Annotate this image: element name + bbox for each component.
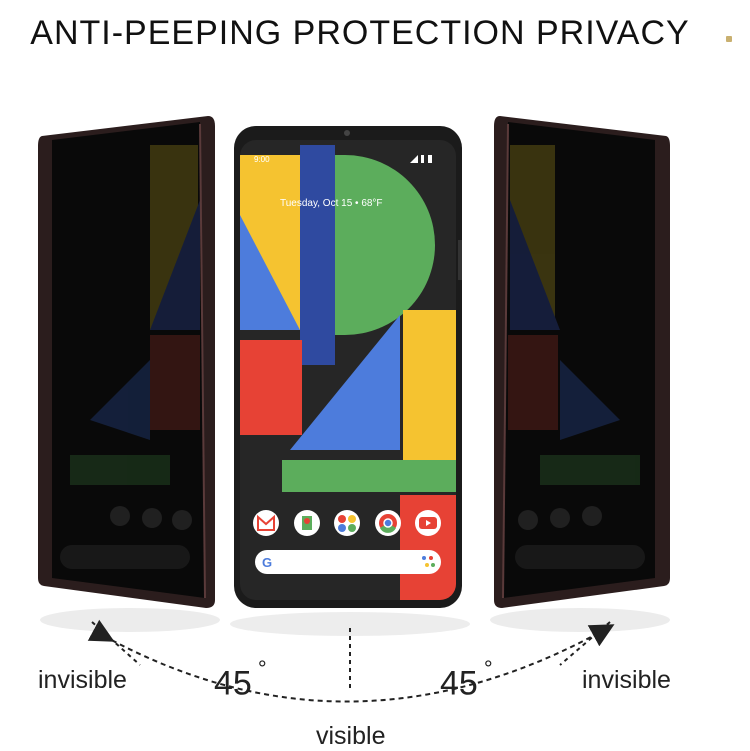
left-phone-screen [52, 122, 205, 598]
left-phone [38, 116, 215, 608]
right-degree-symbol: ° [483, 656, 493, 681]
status-time: 9:00 [254, 155, 270, 164]
front-camera [344, 130, 350, 136]
angle-arc [87, 619, 615, 703]
status-icons [410, 155, 432, 163]
center-phone-reflection [230, 612, 470, 636]
left-phone-reflection [40, 608, 220, 632]
date-weather: Tuesday, Oct 15 • 68°F [280, 198, 383, 209]
right-angle-value: 45 [440, 664, 478, 703]
left-degree-symbol: ° [257, 656, 267, 681]
right-invisible-label: invisible [582, 666, 671, 694]
left-invisible-label: invisible [38, 666, 127, 694]
app-row [253, 510, 441, 536]
assistant-icon [422, 556, 435, 567]
visible-label: visible [316, 722, 386, 750]
corner-mark [726, 36, 732, 42]
photos-icon [334, 510, 360, 536]
center-phone: 9:00 Tuesday, Oct 15 • 68°F [234, 126, 462, 608]
left-angle-value: 45 [214, 664, 252, 703]
angle-diagram [87, 619, 615, 703]
search-bar [255, 550, 441, 574]
right-phone-screen [503, 122, 655, 598]
headline: ANTI-PEEPING PROTECTION PRIVACY [30, 14, 690, 52]
right-phone-reflection [490, 608, 670, 632]
left-angle-label: 45° [214, 656, 267, 703]
right-phone [494, 116, 670, 608]
right-angle-label: 45° [440, 656, 493, 703]
search-logo: G [262, 555, 272, 570]
